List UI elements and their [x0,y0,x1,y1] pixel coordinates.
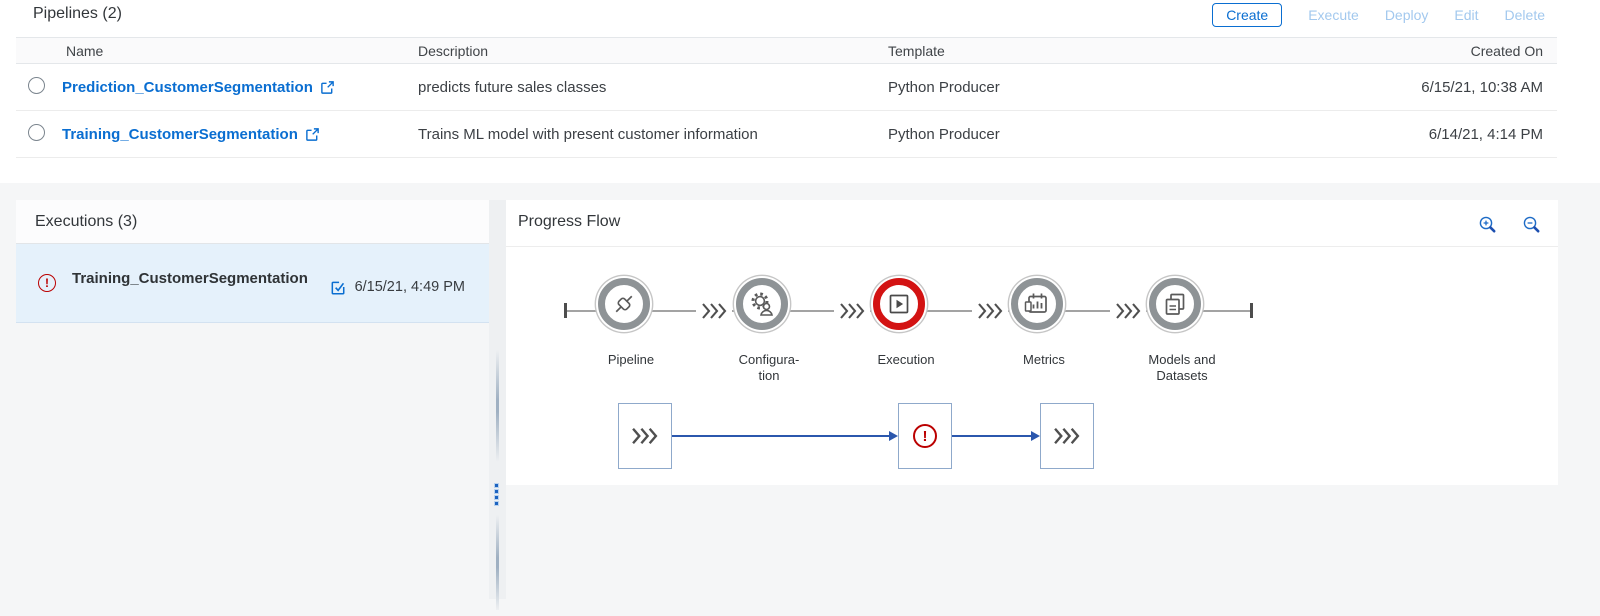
execution-list-item[interactable]: ! Training_CustomerSegmentation 6/15/21,… [16,244,489,323]
flow-start-cap [564,303,567,318]
execution-icon [889,294,909,314]
zoom-out-icon[interactable] [1522,215,1542,235]
execution-timestamp: 6/15/21, 4:49 PM [354,279,465,295]
step-label-pipeline: Pipeline [607,352,655,367]
zoom-in-icon[interactable] [1478,215,1498,235]
subflow-arrow [952,431,1040,441]
executions-title: Executions (3) [35,212,138,230]
flow-step-execution[interactable] [873,278,925,330]
pipelines-title: Pipelines (2) [33,5,122,22]
executions-header: Executions (3) [16,200,489,244]
panel-splitter[interactable] [489,200,506,610]
pipelines-titlebar: Pipelines (2) Create Execute Deploy Edit… [0,0,1600,27]
fast-forward-icon [696,302,732,320]
column-header-description: Description [418,42,489,59]
column-header-name: Name [66,42,104,59]
fast-forward-icon [1110,302,1146,320]
pipelines-toolbar: Create Execute Deploy Edit Delete [1212,3,1545,27]
bottom-section: Executions (3) ! Training_CustomerSegmen… [0,183,1600,616]
executions-panel: Executions (3) ! Training_CustomerSegmen… [16,200,489,323]
fast-forward-icon [834,302,870,320]
row-radio-button[interactable] [28,123,45,141]
alert-icon: ! [38,274,56,292]
column-header-created-on: Created On [1470,42,1543,59]
progress-flow-title: Progress Flow [518,213,621,230]
pipeline-link[interactable]: Prediction_CustomerSegmentation [62,79,335,96]
progress-flow-canvas: Pipeline Configura-tion Execution Metric… [506,247,1558,485]
splitter-decoration [496,515,499,610]
table-header-row: Name Description Template Created On [16,37,1557,64]
external-link-icon [321,80,334,94]
flow-end-cap [1250,303,1253,318]
fast-forward-icon [1054,427,1080,445]
subflow-node-end[interactable] [1040,403,1094,469]
fast-forward-icon [632,427,658,445]
execution-meta: 6/15/21, 4:49 PM [329,278,465,297]
pipeline-icon [615,295,633,313]
pipelines-table: Name Description Template Created On Pre… [16,37,1557,158]
flow-step-models-datasets[interactable] [1149,278,1201,330]
splitter-decoration [496,350,499,462]
column-header-template: Template [888,42,945,59]
activity-icon [331,281,345,295]
pipeline-created-on: 6/14/21, 4:14 PM [1428,125,1543,143]
pipeline-link-label: Prediction_CustomerSegmentation [62,78,313,96]
metrics-icon [1024,293,1047,313]
table-row[interactable]: Training_CustomerSegmentation Trains ML … [16,111,1557,158]
execute-button[interactable]: Execute [1308,3,1359,27]
step-label-configuration: Configura-tion [738,352,800,383]
pipeline-link[interactable]: Training_CustomerSegmentation [62,126,320,143]
subflow-node-warning[interactable]: ! [898,403,952,469]
external-link-icon [306,127,319,141]
table-row[interactable]: Prediction_CustomerSegmentation predicts… [16,64,1557,111]
splitter-grip-icon[interactable] [494,483,499,506]
pipeline-template: Python Producer [888,78,1000,96]
configuration-icon [751,292,773,316]
progress-flow-header: Progress Flow [506,200,1558,247]
pipelines-section: Pipelines (2) Create Execute Deploy Edit… [0,0,1600,183]
execution-name: Training_CustomerSegmentation [72,269,308,287]
pipeline-description: Trains ML model with present customer in… [418,125,758,143]
models-datasets-icon [1165,293,1185,315]
pipeline-created-on: 6/15/21, 10:38 AM [1421,78,1543,96]
flow-step-configuration[interactable] [736,278,788,330]
deploy-button[interactable]: Deploy [1385,3,1429,27]
edit-button[interactable]: Edit [1454,3,1478,27]
step-label-metrics: Metrics [1023,352,1065,367]
flow-step-metrics[interactable] [1011,278,1063,330]
fast-forward-icon [972,302,1008,320]
pipeline-link-label: Training_CustomerSegmentation [62,125,298,143]
subflow-node-start[interactable] [618,403,672,469]
pipeline-description: predicts future sales classes [418,78,607,96]
row-radio-button[interactable] [28,76,45,94]
alert-icon: ! [913,424,937,448]
delete-button[interactable]: Delete [1505,3,1545,27]
step-label-execution: Execution [877,352,935,367]
create-button[interactable]: Create [1212,3,1283,27]
subflow-arrow [672,431,898,441]
flow-step-pipeline[interactable] [598,278,650,330]
progress-flow-panel: Progress Flow [506,200,1558,485]
pipeline-template: Python Producer [888,125,1000,143]
